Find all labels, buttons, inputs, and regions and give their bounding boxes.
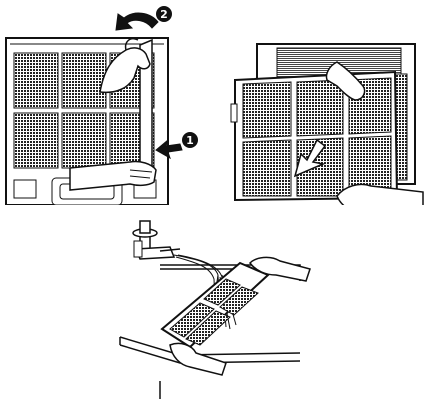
hand-icon bbox=[69, 160, 157, 191]
arrow-down-icon bbox=[293, 138, 327, 178]
faucet-icon bbox=[132, 220, 181, 260]
arrow-icon bbox=[155, 138, 183, 160]
step-number-1: 1 bbox=[186, 134, 194, 147]
hand-icon bbox=[325, 61, 366, 101]
panel-pull-out-filter bbox=[213, 0, 425, 205]
hand-icon bbox=[336, 183, 424, 205]
filter-icon bbox=[160, 261, 270, 349]
arrow-icon bbox=[115, 12, 159, 31]
hand-icon bbox=[169, 342, 227, 376]
step-badge-2 bbox=[156, 6, 172, 22]
hand-icon bbox=[249, 256, 311, 282]
panel-remove-filter-cover: 2 1 bbox=[0, 0, 212, 205]
step-badge-1 bbox=[182, 132, 198, 148]
panel-rinse-filter bbox=[100, 205, 320, 399]
hand-icon bbox=[99, 38, 151, 94]
step-number-2: 2 bbox=[160, 8, 168, 21]
filter-icon bbox=[230, 70, 399, 202]
